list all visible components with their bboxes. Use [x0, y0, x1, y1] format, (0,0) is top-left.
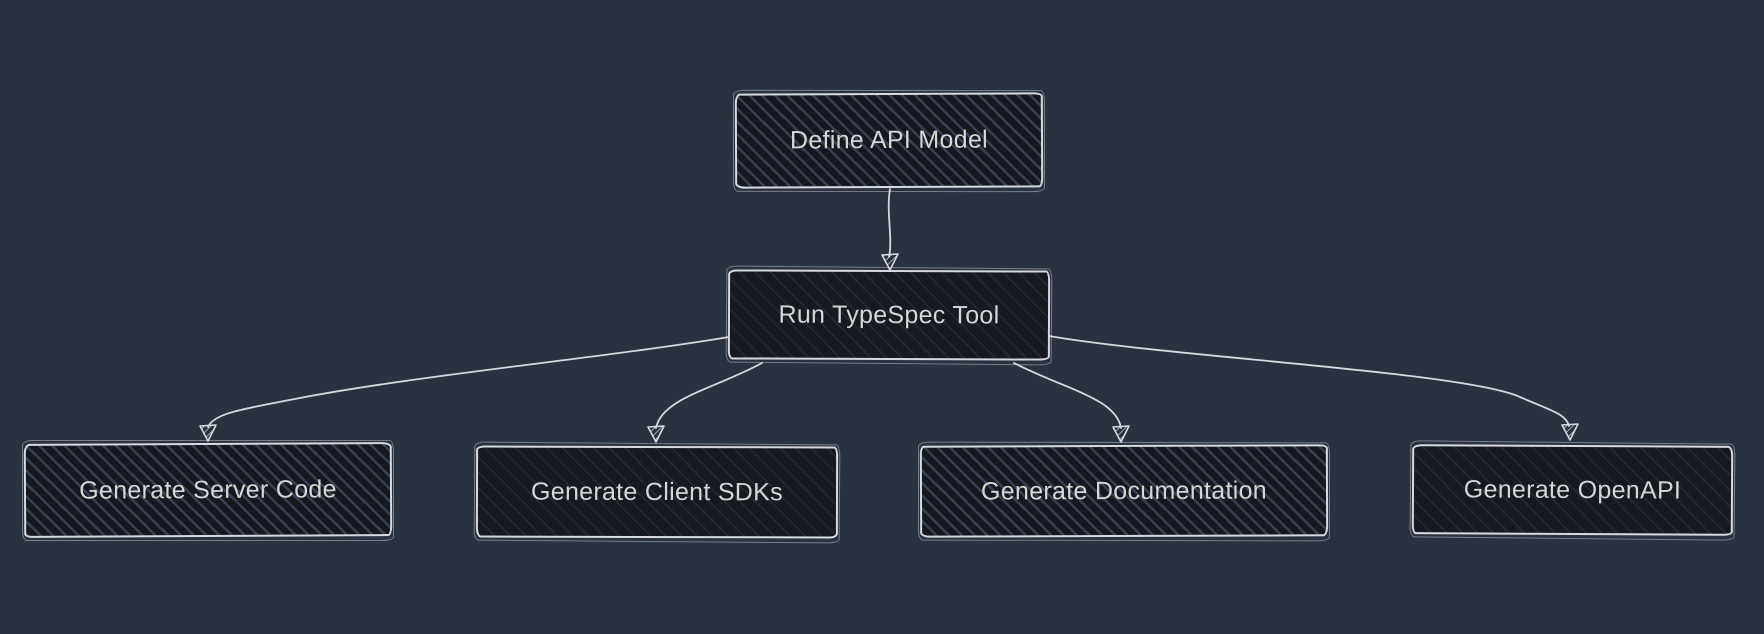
node-label: Generate Server Code	[79, 474, 337, 505]
edge-arrowhead	[881, 253, 899, 271]
edge-arrowhead	[1112, 425, 1130, 443]
node-generate-documentation: Generate Documentation	[919, 444, 1329, 538]
node-generate-client-sdks: Generate Client SDKs	[475, 445, 839, 539]
edge-run-to-openapi	[1048, 335, 1570, 427]
edge-arrowhead	[647, 425, 665, 443]
edge-run-to-client-sdks	[655, 362, 763, 429]
node-label: Define API Model	[789, 125, 989, 155]
edge-run-to-server-code	[207, 336, 730, 428]
node-label: Generate Documentation	[980, 476, 1268, 505]
edge-define-to-run	[887, 188, 892, 258]
node-define-api-model: Define API Model	[734, 92, 1044, 189]
node-generate-openapi: Generate OpenAPI	[1411, 444, 1734, 536]
node-label: Run TypeSpec Tool	[778, 300, 1000, 329]
edge-arrowhead	[199, 424, 217, 442]
node-run-typespec-tool: Run TypeSpec Tool	[727, 269, 1051, 361]
edge-arrowhead	[1561, 423, 1579, 441]
node-label: Generate OpenAPI	[1463, 474, 1682, 505]
edge-run-to-documentation	[1013, 362, 1122, 429]
node-label: Generate Client SDKs	[530, 477, 784, 506]
node-generate-server-code: Generate Server Code	[23, 442, 393, 538]
